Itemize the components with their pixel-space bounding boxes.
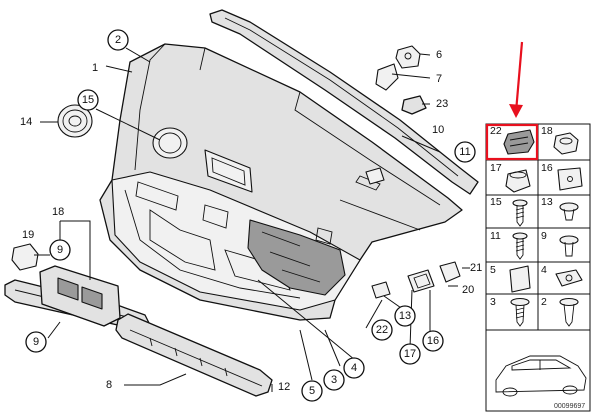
- grid-part-11: [512, 232, 528, 260]
- callout-6: 6: [436, 49, 442, 61]
- clip-6: [395, 45, 421, 69]
- grid-label-3: 3: [490, 296, 496, 308]
- grid-label-2: 2: [541, 296, 547, 308]
- parts-grid: 22 18 17 16 15 13 11 9 5 4 3 2: [485, 123, 591, 412]
- lower-trim-8: [115, 313, 273, 397]
- callout-1: 1: [92, 62, 98, 74]
- bracket-20: [407, 269, 435, 293]
- svg-text:15: 15: [82, 94, 94, 106]
- grid-label-15: 15: [490, 196, 502, 208]
- window-trim-strip: [209, 9, 479, 195]
- svg-text:3: 3: [331, 374, 337, 386]
- grid-part-5: [509, 265, 531, 293]
- svg-text:11: 11: [459, 146, 470, 158]
- callout-22: 22: [371, 319, 393, 341]
- callout-23: 23: [436, 98, 448, 110]
- svg-text:5: 5: [309, 385, 315, 397]
- svg-text:9: 9: [33, 336, 39, 348]
- speaker-grille: [57, 104, 93, 138]
- callout-15: 15: [77, 89, 99, 111]
- grid-label-9: 9: [541, 230, 547, 242]
- svg-text:4: 4: [351, 362, 357, 374]
- bracket-21: [439, 261, 461, 283]
- grid-label-18: 18: [541, 125, 553, 137]
- grid-part-15: [512, 199, 528, 227]
- switch-cap: [11, 243, 39, 271]
- svg-text:9: 9: [57, 244, 63, 256]
- grid-part-22: [503, 129, 535, 155]
- callout-19: 19: [22, 229, 34, 241]
- grid-label-5: 5: [490, 264, 496, 276]
- callout-14: 14: [20, 116, 32, 128]
- callout-13: 13: [394, 305, 416, 327]
- callout-18: 18: [52, 206, 64, 218]
- switch-23: [401, 95, 427, 115]
- svg-text:17: 17: [404, 348, 416, 360]
- callout-20: 20: [462, 284, 474, 296]
- highlight-box: [485, 123, 539, 161]
- callout-3: 3: [323, 369, 345, 391]
- callout-11: 11: [454, 141, 476, 163]
- callout-12: 12: [278, 381, 290, 393]
- callout-16: 16: [422, 330, 444, 352]
- grid-part-4: [555, 269, 583, 287]
- svg-text:13: 13: [399, 310, 411, 322]
- grid-label-4: 4: [541, 264, 547, 276]
- panel-corner-detail: [365, 167, 385, 185]
- grid-part-18: [553, 132, 579, 155]
- callout-4: 4: [343, 357, 365, 379]
- catalogue-number: 00099697: [554, 403, 585, 410]
- svg-text:2: 2: [115, 34, 121, 46]
- leader-lines: [34, 47, 470, 392]
- grid-label-22: 22: [490, 125, 502, 137]
- callout-5: 5: [301, 380, 323, 402]
- grid-part-9: [559, 235, 579, 257]
- switch-block: [39, 265, 121, 327]
- grid-part-17: [505, 169, 531, 193]
- grid-label-11: 11: [490, 230, 501, 242]
- cover-7: [375, 63, 399, 91]
- callouts: 2 1 6 7 23 10 11 14 15 18 19 9 9 8 12 5 …: [20, 29, 482, 402]
- grid-part-3: [510, 297, 530, 327]
- callout-9-lower: 9: [25, 331, 47, 353]
- callout-10: 10: [432, 124, 444, 136]
- callout-9-upper: 9: [49, 239, 71, 261]
- grid-label-13: 13: [541, 196, 553, 208]
- highlight-arrow: [509, 41, 524, 118]
- callout-17: 17: [399, 343, 421, 365]
- grid-part-13: [559, 202, 579, 221]
- grid-part-2: [559, 297, 579, 327]
- clip-13: [371, 281, 391, 299]
- svg-text:22: 22: [376, 324, 388, 336]
- vehicle-thumbnail: [495, 355, 587, 397]
- callout-21: 21: [470, 262, 482, 274]
- door-trim-panel: [99, 43, 463, 321]
- svg-text:16: 16: [427, 335, 439, 347]
- callout-7: 7: [436, 73, 442, 85]
- grid-label-17: 17: [490, 162, 502, 174]
- grid-label-16: 16: [541, 162, 553, 174]
- callout-2: 2: [107, 29, 129, 51]
- grid-part-16: [557, 167, 583, 191]
- callout-8: 8: [106, 379, 112, 391]
